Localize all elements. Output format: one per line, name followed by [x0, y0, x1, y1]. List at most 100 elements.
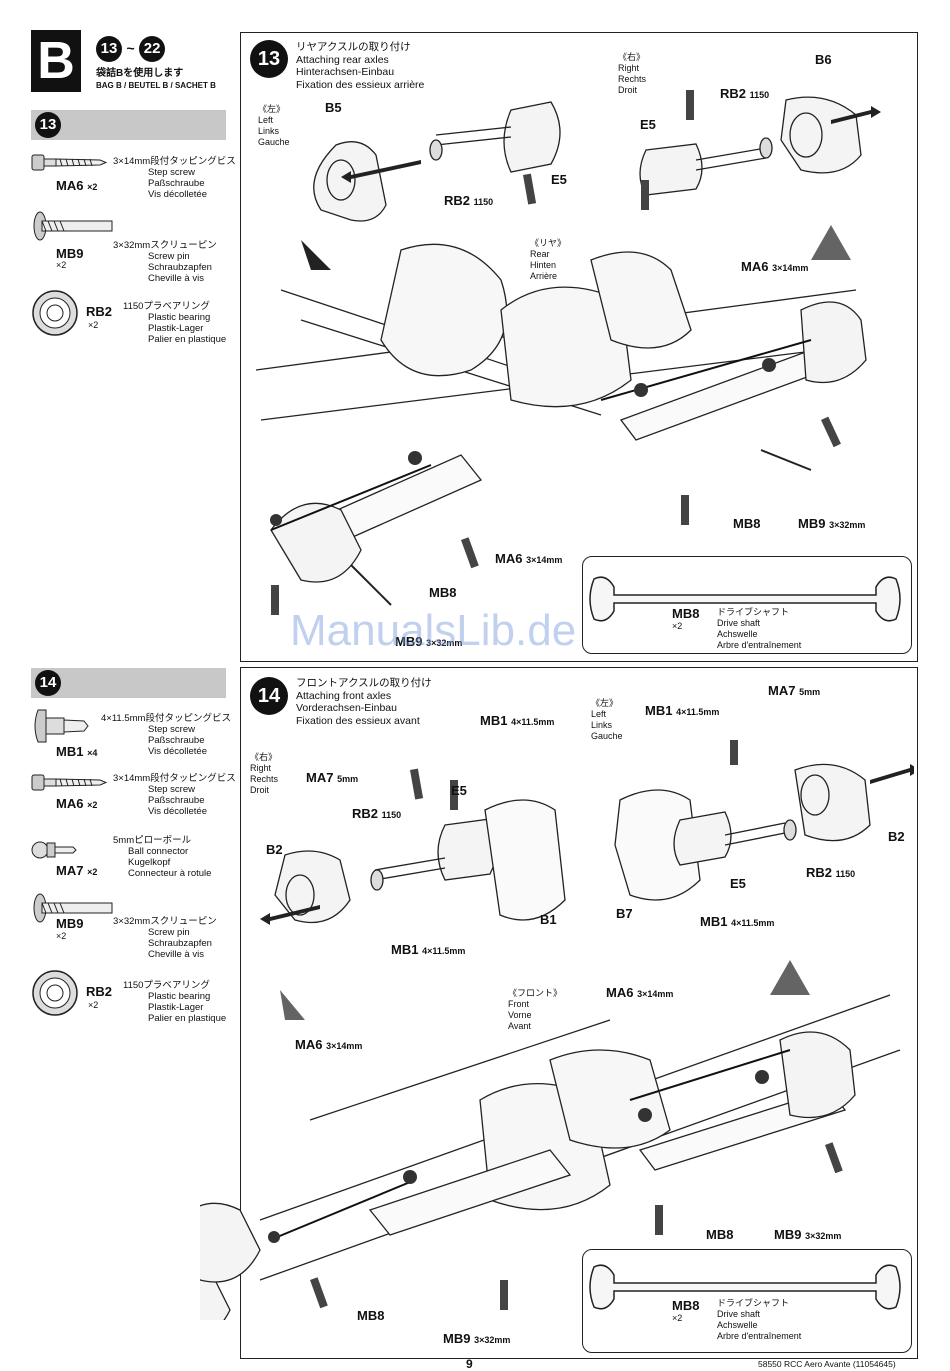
part-desc-en: Screw pin [148, 251, 190, 262]
part-desc-de: Paßschraube [148, 795, 205, 806]
part-desc-fr: Vis décolletée [148, 746, 207, 757]
step-14-illustration [200, 740, 914, 1320]
part-desc-jp: 3×14mm段付タッピングビス [113, 773, 236, 784]
driveshaft-inset-14 [582, 1249, 912, 1353]
part-desc-fr: Palier en plastique [148, 334, 227, 345]
label-mb9: MB9 3×32mm [395, 634, 463, 649]
part-desc-en: Plastic bearing [148, 991, 211, 1002]
left-jp: 《左》 [591, 698, 619, 708]
rear-fr: Arrière [530, 271, 558, 281]
parts-bar-14: 14 [31, 668, 226, 698]
part-desc-jp: 3×32mmスクリューピン [113, 916, 217, 927]
right-en: Right [250, 763, 272, 773]
part-desc-de: Paßschraube [148, 178, 205, 189]
left-fr: Gauche [591, 731, 623, 741]
part-code: MA7 [56, 863, 84, 878]
left-jp: 《左》 [258, 104, 286, 114]
part-qty: ×2 [88, 1000, 99, 1010]
right-jp: 《右》 [618, 52, 646, 62]
label-mb1: MB1 4×11.5mm [480, 713, 555, 728]
left-de: Links [591, 720, 613, 730]
part-desc-fr: Connecteur à rotule [128, 868, 212, 879]
part-desc-fr: Cheville à vis [148, 273, 204, 284]
screw-pin-icon [33, 893, 113, 923]
step-13-title-en: Attaching rear axles [296, 53, 389, 66]
driveshaft-inset-13 [582, 556, 912, 654]
left-fr: Gauche [258, 137, 290, 147]
label-rb2: RB2 1150 [352, 806, 402, 821]
part-qty: ×2 [87, 182, 98, 192]
label-mb1: MB1 4×11.5mm [391, 942, 466, 957]
page-number: 9 [466, 1357, 473, 1371]
right-de: Rechts [618, 74, 647, 84]
bag-letter: B [37, 32, 75, 90]
step-screw-icon [31, 774, 108, 791]
step-13-title-de: Hinterachsen-Einbau [296, 66, 395, 78]
label-b2: B2 [266, 842, 283, 857]
label-ma6: MA6 3×14mm [606, 985, 674, 1000]
label-b7: B7 [616, 906, 633, 921]
driveshaft-code: MB8 [672, 1298, 700, 1313]
right-de: Rechts [250, 774, 279, 784]
part-desc-de: Plastik-Lager [148, 1002, 204, 1013]
step-13-illustration [255, 90, 881, 615]
part-desc-fr: Cheville à vis [148, 949, 204, 960]
label-b2: B2 [888, 829, 905, 844]
part-code: MA6 [56, 178, 84, 193]
label-mb9: MB9 3×32mm [443, 1331, 511, 1346]
driveshaft-jp: ドライブシャフト [717, 607, 790, 617]
parts-step-13: 13 [35, 112, 61, 138]
step-14-title-de: Vorderachsen-Einbau [296, 702, 397, 714]
rear-de: Hinten [530, 260, 557, 270]
part-desc-jp: 1150プラベアリング [123, 980, 210, 991]
step-14-title-fr: Fixation des essieux avant [296, 714, 420, 727]
front-fr: Avant [508, 1021, 531, 1031]
part-desc-en: Step screw [148, 167, 195, 178]
parts-step-14: 14 [35, 670, 61, 696]
driveshaft-qty: ×2 [672, 621, 683, 631]
label-ma6: MA6 3×14mm [741, 259, 809, 274]
driveshaft-en: Drive shaft [717, 1309, 761, 1319]
right-fr: Droit [250, 785, 270, 795]
part-code: MB9 [56, 916, 84, 931]
part-desc-de: Schraubzapfen [148, 938, 212, 949]
label-ma7: MA7 5mm [768, 683, 821, 698]
label-ma6: MA6 3×14mm [295, 1037, 363, 1052]
label-mb8: MB8 [357, 1308, 385, 1323]
left-en: Left [258, 115, 274, 125]
part-qty: ×2 [56, 931, 67, 941]
part-desc-jp: 3×32mmスクリューピン [113, 240, 217, 251]
parts-bar-13: 13 [31, 110, 226, 140]
part-qty: ×2 [56, 260, 67, 270]
watermark: ManualsLib.de [290, 606, 577, 655]
step-14-title-en: Attaching front axles [296, 689, 392, 702]
label-rb2: RB2 1150 [720, 86, 770, 101]
part-qty: ×4 [87, 748, 98, 758]
step-13-number: 13 [250, 40, 288, 78]
part-qty: ×2 [87, 867, 98, 877]
step-screw-icon [34, 709, 89, 743]
rear-jp: 《リヤ》 [530, 238, 567, 248]
part-desc-en: Screw pin [148, 927, 190, 938]
label-mb9: MB9 3×32mm [774, 1227, 842, 1242]
step-14-number: 14 [250, 677, 288, 715]
front-en: Front [508, 999, 530, 1009]
label-e5: E5 [451, 783, 467, 798]
label-b5: B5 [325, 100, 342, 115]
part-desc-en: Step screw [148, 724, 195, 735]
left-en: Left [591, 709, 607, 719]
label-mb1: MB1 4×11.5mm [700, 914, 775, 929]
driveshaft-de: Achswelle [717, 1320, 758, 1330]
part-qty: ×2 [88, 320, 99, 330]
label-rb2: RB2 1150 [444, 193, 494, 208]
step-13-title-fr: Fixation des essieux arrière [296, 78, 425, 91]
label-mb8: MB8 [706, 1227, 734, 1242]
part-desc-de: Plastik-Lager [148, 323, 204, 334]
bearing-icon [32, 290, 78, 336]
label-e5: E5 [640, 117, 656, 132]
front-jp: 《フロント》 [508, 988, 563, 998]
part-desc-de: Paßschraube [148, 735, 205, 746]
label-ma6: MA6 3×14mm [495, 551, 563, 566]
right-en: Right [618, 63, 640, 73]
right-jp: 《右》 [250, 752, 278, 762]
